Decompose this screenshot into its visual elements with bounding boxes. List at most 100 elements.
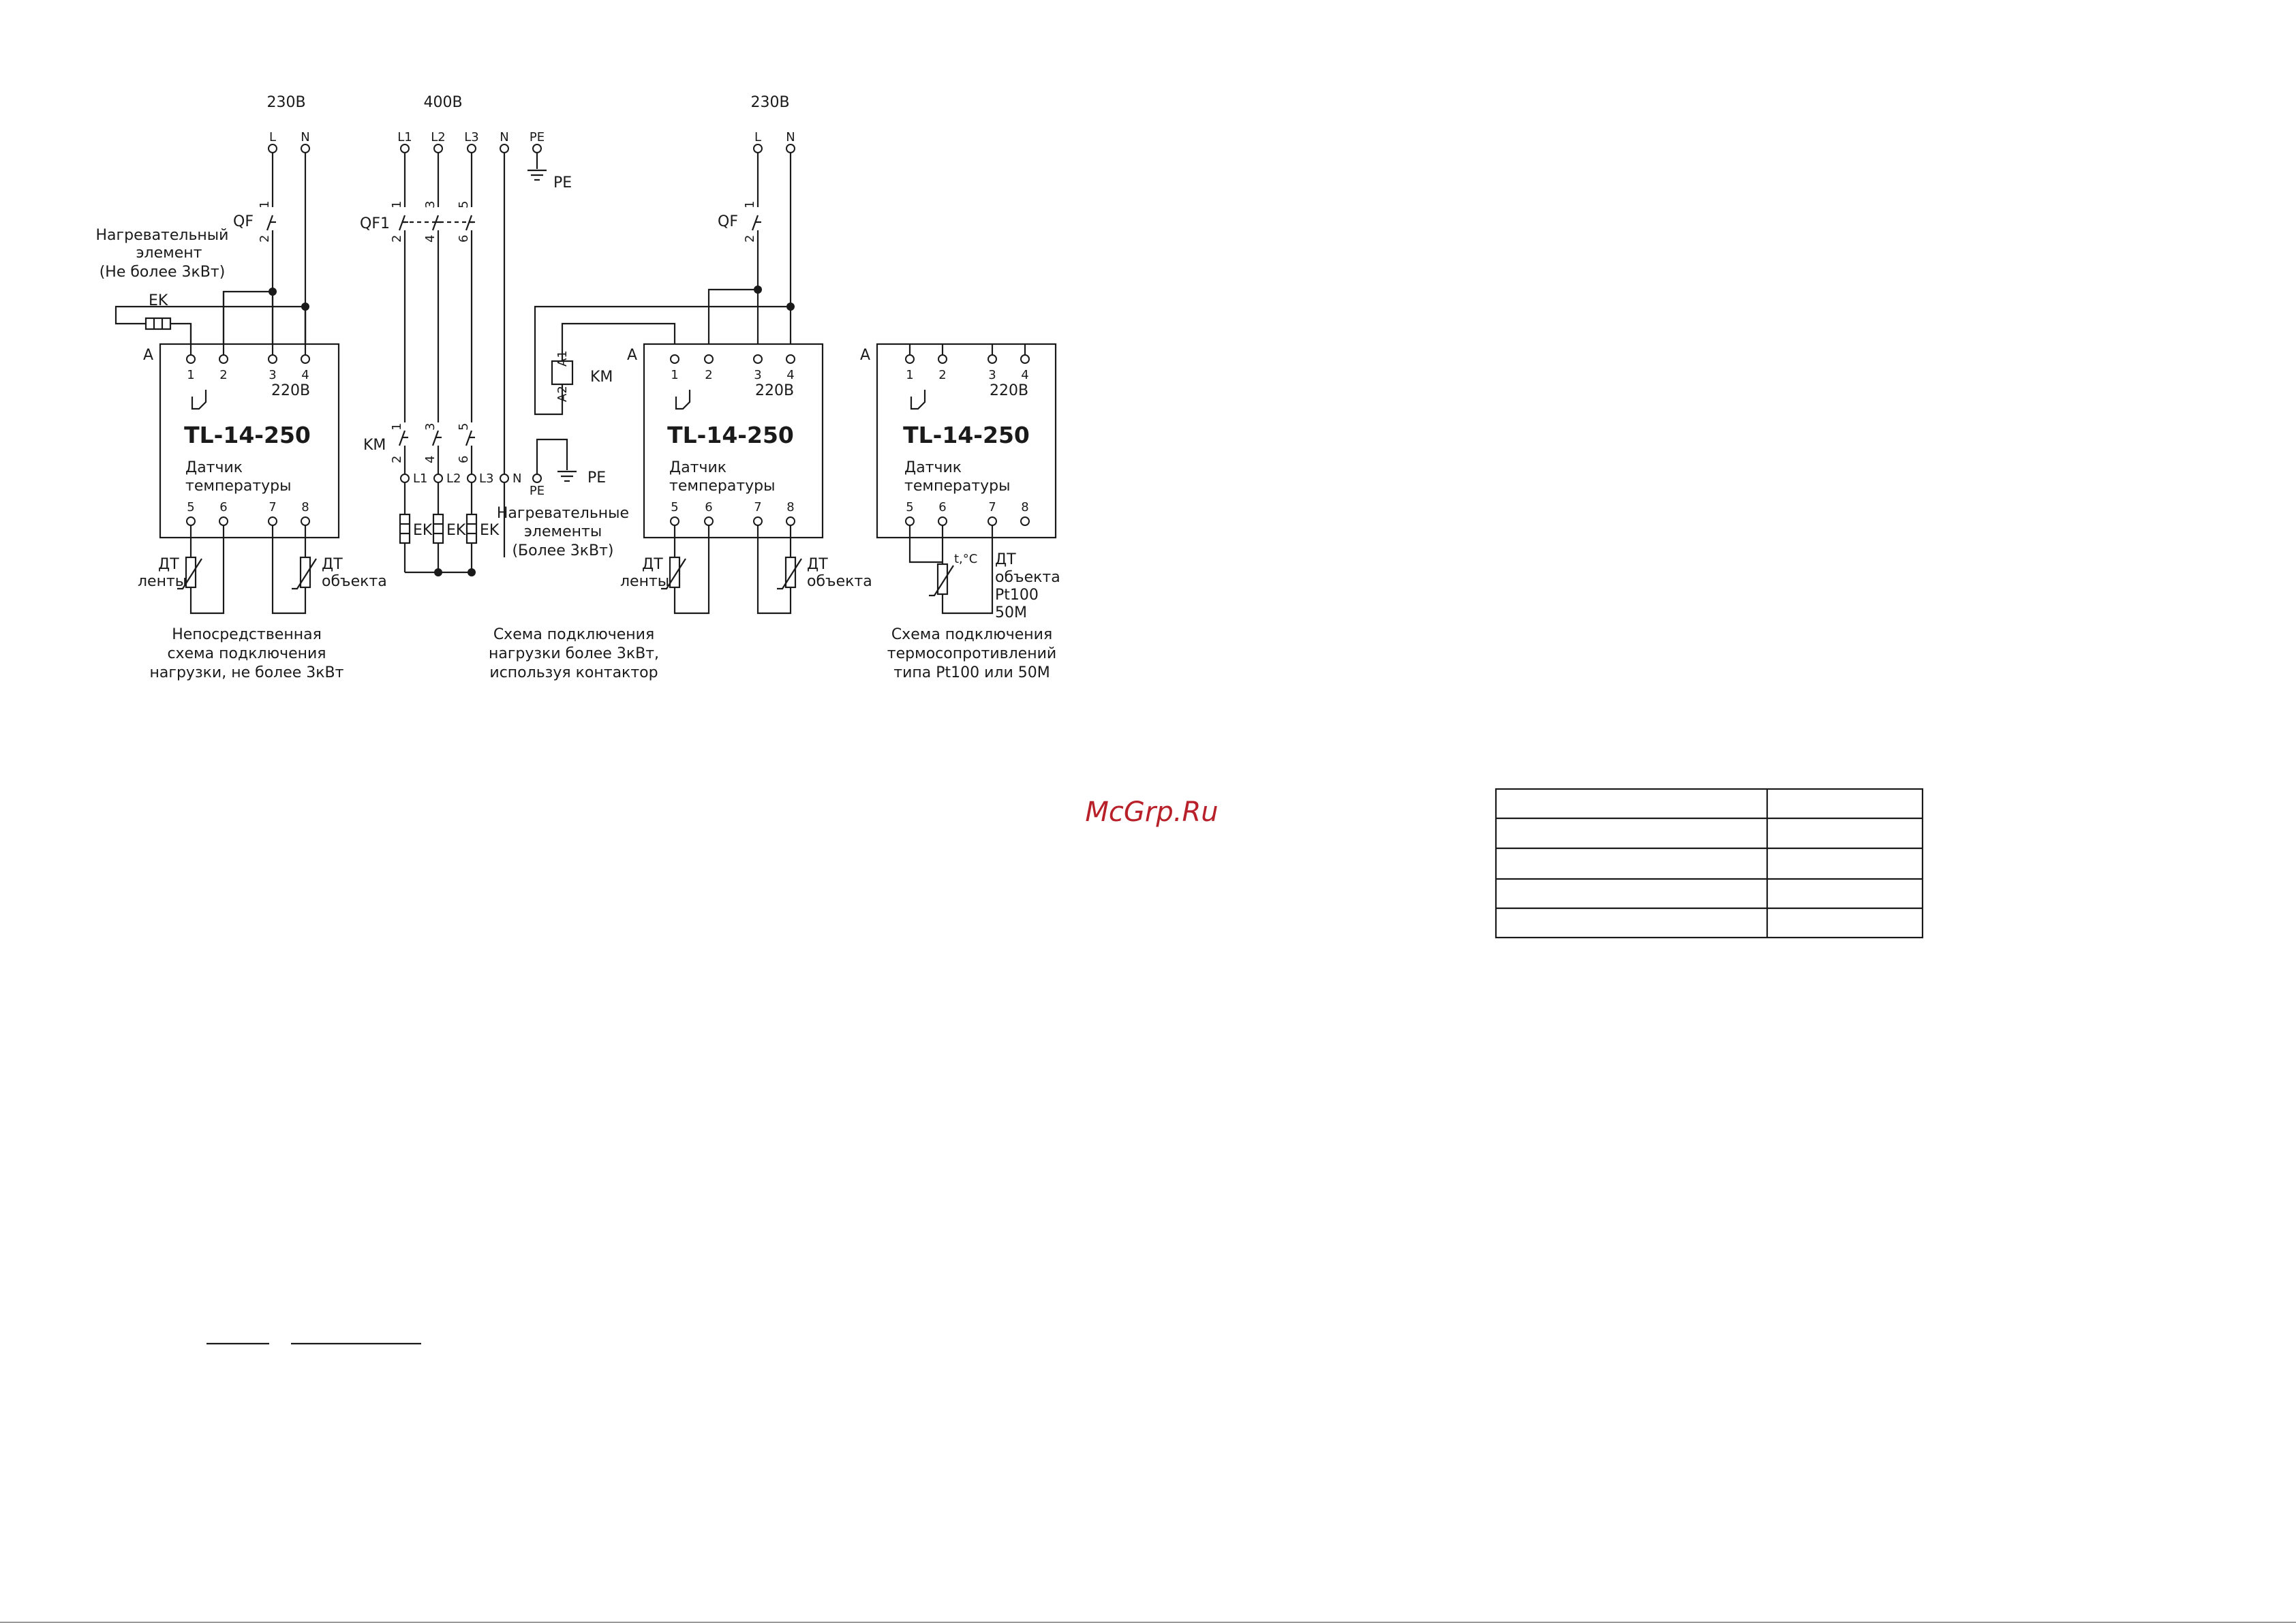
svg-text:5: 5: [457, 201, 471, 208]
svg-text:типа Pt100 или 50M: типа Pt100 или 50M: [893, 664, 1050, 681]
device-box: [643, 343, 824, 539]
caption-left-2: схема подключения: [167, 645, 326, 662]
svg-text:5: 5: [187, 500, 194, 514]
svg-text:N: N: [512, 472, 521, 486]
svg-text:PE: PE: [530, 130, 545, 144]
device-model: TL-14-250: [667, 422, 794, 448]
svg-text:QF: QF: [718, 213, 738, 230]
svg-text:4: 4: [423, 235, 438, 243]
svg-text:PE: PE: [587, 469, 606, 486]
svg-text:EK: EK: [446, 522, 466, 539]
svg-text:A: A: [860, 347, 870, 364]
svg-text:объекта: объекта: [995, 569, 1060, 586]
svg-text:L3: L3: [464, 130, 478, 144]
svg-text:3: 3: [423, 423, 438, 431]
svg-text:2: 2: [705, 368, 712, 382]
caption-left-1: Непосредственная: [172, 626, 322, 643]
svg-text:используя контактор: используя контактор: [489, 664, 658, 681]
svg-text:2: 2: [390, 235, 404, 243]
svg-text:(Более 3кВт): (Более 3кВт): [512, 542, 613, 559]
neutral-n-label: N: [301, 130, 309, 144]
svg-text:4: 4: [301, 368, 309, 382]
ek-label: EK: [149, 292, 168, 309]
watermark-text: McGrp.Ru: [1085, 797, 1218, 828]
svg-text:3: 3: [754, 368, 761, 382]
svg-text:температуры: температуры: [185, 478, 291, 495]
svg-text:6: 6: [938, 500, 946, 514]
svg-text:2: 2: [390, 456, 404, 463]
scheme-pt100: A 1 2 3 4 220В TL-14-250 Датчик температ…: [860, 343, 1060, 681]
device-model: TL-14-250: [184, 422, 311, 448]
svg-text:Нагревательные: Нагревательные: [497, 505, 629, 522]
svg-text:2: 2: [258, 235, 272, 243]
device-voltage: 220В: [271, 382, 310, 399]
svg-text:ДТ: ДТ: [158, 556, 179, 573]
object-sensor: [290, 556, 318, 590]
svg-text:ДТ: ДТ: [995, 551, 1016, 568]
svg-text:Схема подключения: Схема подключения: [891, 626, 1052, 643]
svg-text:400В: 400В: [423, 94, 462, 111]
svg-text:ДТ: ДТ: [642, 556, 663, 573]
svg-text:объекта: объекта: [322, 573, 387, 590]
svg-text:8: 8: [1021, 500, 1028, 514]
svg-text:L: L: [754, 130, 761, 144]
svg-text:220В: 220В: [990, 382, 1028, 399]
svg-text:L3: L3: [479, 472, 493, 486]
supply-voltage-label: 230В: [266, 94, 305, 111]
svg-text:N: N: [500, 130, 508, 144]
svg-text:Схема подключения: Схема подключения: [493, 626, 654, 643]
svg-text:3: 3: [988, 368, 996, 382]
svg-text:t,°C: t,°C: [954, 552, 977, 566]
svg-text:PE: PE: [553, 174, 572, 191]
svg-text:220В: 220В: [755, 382, 794, 399]
svg-text:PE: PE: [530, 484, 545, 498]
svg-text:KM: KM: [590, 369, 613, 386]
svg-text:A2: A2: [555, 386, 570, 402]
heater-label-line1: Нагревательный: [96, 227, 229, 244]
heater-element: [144, 317, 172, 330]
empty-table: [1495, 788, 1924, 939]
svg-text:ДТ: ДТ: [807, 556, 828, 573]
svg-text:Датчик: Датчик: [185, 459, 243, 476]
qf-label: QF: [233, 213, 254, 230]
svg-text:1: 1: [671, 368, 678, 382]
svg-text:1: 1: [390, 201, 404, 208]
caption-left-3: нагрузки, не более 3кВт: [150, 664, 344, 681]
scheme-direct: 230В L N QF 1 2 Нагревательный элемент (…: [96, 94, 387, 681]
svg-text:4: 4: [786, 368, 794, 382]
device-box: [159, 343, 340, 539]
svg-text:температуры: температуры: [904, 478, 1010, 495]
device-box: [876, 343, 1057, 539]
svg-text:1: 1: [906, 368, 913, 382]
svg-text:L2: L2: [446, 472, 461, 486]
svg-text:A1: A1: [555, 350, 570, 367]
svg-text:7: 7: [988, 500, 996, 514]
svg-text:Pt100: Pt100: [995, 587, 1039, 604]
svg-text:L1: L1: [397, 130, 412, 144]
phase-l-label: L: [269, 130, 276, 144]
svg-text:ленты: ленты: [620, 573, 669, 590]
svg-text:50M: 50M: [995, 604, 1027, 621]
svg-text:EK: EK: [413, 522, 433, 539]
heater-label-line3: (Не более 3кВт): [100, 264, 226, 281]
svg-text:объекта: объекта: [807, 573, 872, 590]
svg-text:2: 2: [938, 368, 946, 382]
svg-text:1: 1: [187, 368, 194, 382]
device-designator: A: [143, 347, 153, 364]
svg-text:1: 1: [390, 423, 404, 431]
scheme-contactor-device: 230В L N QF 1 2 A1 A2 KM A 1 2 3 4 220В …: [534, 94, 872, 615]
svg-text:8: 8: [786, 500, 794, 514]
svg-text:8: 8: [301, 500, 309, 514]
svg-text:3: 3: [423, 201, 438, 208]
device-model: TL-14-250: [903, 422, 1030, 448]
svg-text:температуры: температуры: [669, 478, 775, 495]
svg-text:230В: 230В: [750, 94, 789, 111]
pt100-sensor: [928, 563, 955, 597]
svg-text:EK: EK: [480, 522, 500, 539]
svg-text:6: 6: [219, 500, 227, 514]
svg-text:N: N: [786, 130, 795, 144]
svg-text:L2: L2: [431, 130, 445, 144]
svg-text:7: 7: [269, 500, 276, 514]
svg-text:термосопротивлений: термосопротивлений: [887, 645, 1056, 662]
svg-text:ленты: ленты: [138, 573, 187, 590]
